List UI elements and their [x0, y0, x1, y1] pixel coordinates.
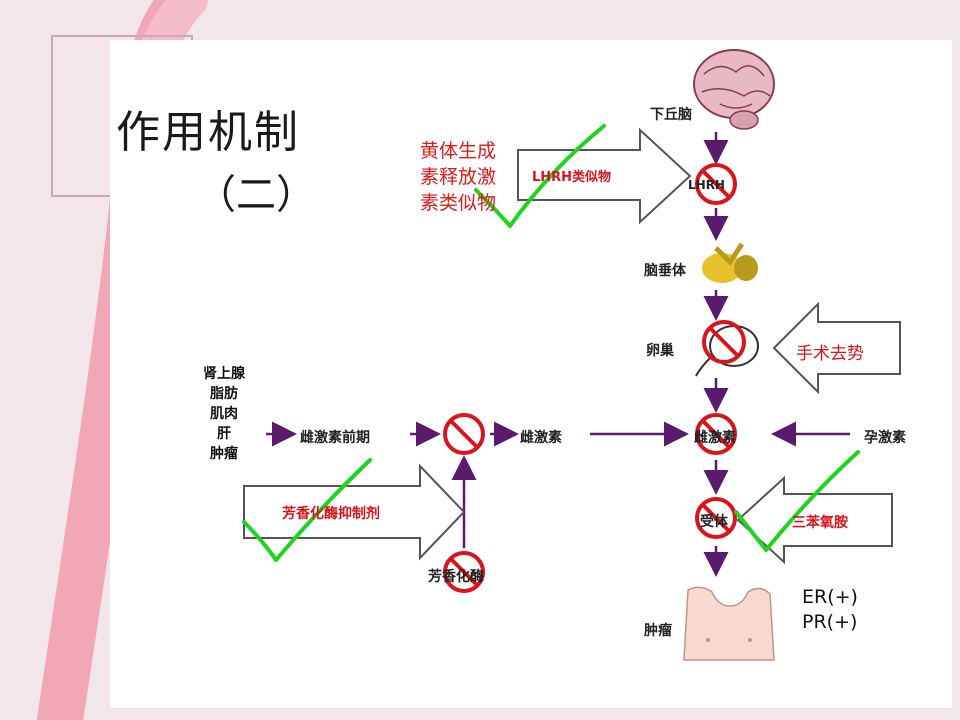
- source-item: 肌肉: [210, 406, 238, 422]
- tumor-label: 肿瘤: [644, 623, 672, 639]
- source-item: 肝: [217, 426, 231, 442]
- pr-status: PR(+): [802, 611, 858, 633]
- block-sign-lhrh: [695, 163, 737, 205]
- lhrh-analog-name: 黄体生成 素释放激 素类似物: [420, 138, 496, 216]
- estrogen-main-label: 雌激素: [694, 430, 736, 446]
- main-flow-arrows: [266, 132, 850, 577]
- lhrh-name-line: 素类似物: [420, 192, 497, 214]
- block-sign-aromatase: [443, 551, 485, 593]
- peripheral-sources-list: 肾上腺 脂肪 肌肉 肝 肿瘤: [196, 364, 252, 464]
- lhrh-analog-arrow: [517, 127, 692, 225]
- hypothalamus-label: 下丘脑: [650, 107, 692, 123]
- ovary-icon: [695, 325, 759, 377]
- aromatase-inhibitor-arrow-label: 芳香化酶抑制剂: [282, 506, 380, 522]
- lhrh-analog-arrow-label: LHRH类似物: [532, 170, 612, 185]
- check-mark-icon: [242, 124, 860, 562]
- er-status: ER(+): [802, 586, 858, 608]
- slide-subtitle: （二）: [196, 172, 316, 218]
- aromatase-label: 芳香化酶: [428, 569, 484, 585]
- source-item: 肾上腺: [203, 366, 245, 382]
- lhrh-name-line: 黄体生成: [420, 140, 497, 162]
- receptor-label: 受体: [700, 514, 728, 530]
- surgery-arrow-label: 手术去势: [796, 344, 864, 364]
- block-sign-ovary: [702, 320, 746, 364]
- block-sign-aromatization: [443, 413, 485, 455]
- estrogen-label: 雌激素: [520, 430, 562, 446]
- surgery-arrow: [772, 301, 901, 395]
- brain-icon: [693, 49, 775, 130]
- lhrh-label: LHRH: [688, 178, 725, 192]
- breast-tumor-icon: [683, 586, 775, 661]
- slide-title: 作用机制: [116, 107, 300, 158]
- pituitary-label: 脑垂体: [644, 263, 686, 279]
- source-item: 脂肪: [210, 386, 238, 402]
- lhrh-name-line: 素释放激: [420, 166, 497, 188]
- source-item: 肿瘤: [210, 446, 238, 462]
- block-sign-estrogen: [695, 413, 737, 455]
- block-sign-receptor: [695, 497, 737, 539]
- receptor-status: ER(+) PR(+): [802, 585, 858, 635]
- progesterone-label: 孕激素: [864, 430, 906, 446]
- ovary-label: 卵巢: [646, 343, 674, 359]
- tamoxifen-arrow-label: 三苯氧胺: [792, 515, 848, 531]
- pituitary-icon: [702, 242, 758, 283]
- estrogen-precursor-label: 雌激素前期: [300, 430, 370, 446]
